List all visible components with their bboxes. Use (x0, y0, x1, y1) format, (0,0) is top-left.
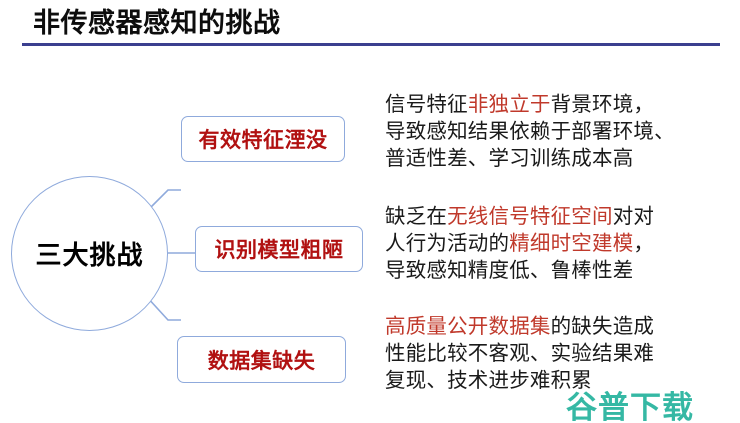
description-text: 缺乏在 (385, 205, 448, 228)
mindmap-hub: 三大挑战 (11, 176, 168, 331)
mindmap-node-3[interactable]: 数据集缺失 (177, 336, 346, 383)
description-text: 导致感知精度低、鲁棒性差 (385, 259, 634, 282)
description-text: 信号特征 (385, 93, 468, 116)
description-text: 导致感知结果依赖于部署环境、 (385, 120, 675, 143)
description-text: 背景环境， (550, 93, 655, 116)
description-text: 复现、技术进步难积累 (385, 369, 592, 392)
title-divider (22, 43, 720, 46)
mindmap-node-1[interactable]: 有效特征湮没 (181, 116, 345, 162)
description-highlight: 高质量公开数据集 (385, 315, 551, 338)
description-line: 普适性差、学习训练成本高 (385, 145, 733, 172)
description-highlight: 精细时空建模 (509, 232, 634, 255)
description-line: 信号特征非独立于背景环境， (385, 91, 733, 118)
mindmap-node-3-label: 数据集缺失 (207, 349, 316, 373)
description-line: 复现、技术进步难积累 (385, 367, 733, 394)
description-text: 普适性差、学习训练成本高 (385, 147, 634, 170)
description-line: 导致感知精度低、鲁棒性差 (385, 257, 733, 284)
description-highlight: 非独立于 (467, 93, 551, 116)
description-text: ， (633, 232, 655, 255)
page-title: 非传感器感知的挑战 (33, 8, 281, 38)
description-block-3: 高质量公开数据集的缺失造成性能比较不客观、实验结果难复现、技术进步难积累 (385, 313, 733, 394)
mindmap-node-1-label: 有效特征湮没 (198, 129, 328, 152)
description-block-2: 缺乏在无线信号特征空间对对人行为活动的精细时空建模，导致感知精度低、鲁棒性差 (385, 203, 733, 284)
description-text: 的缺失造成 (550, 315, 655, 338)
description-block-1: 信号特征非独立于背景环境，导致感知结果依赖于部署环境、普适性差、学习训练成本高 (385, 91, 733, 172)
description-line: 导致感知结果依赖于部署环境、 (385, 118, 733, 145)
description-text: 性能比较不客观、实验结果难 (385, 342, 655, 365)
mindmap-hub-label: 三大挑战 (35, 240, 144, 270)
description-highlight: 无线信号特征空间 (447, 205, 613, 228)
mindmap-node-2[interactable]: 识别模型粗陋 (195, 226, 363, 272)
description-line: 缺乏在无线信号特征空间对对 (385, 203, 733, 230)
description-line: 高质量公开数据集的缺失造成 (385, 313, 733, 340)
description-line: 人行为活动的精细时空建模， (385, 230, 733, 257)
description-line: 性能比较不客观、实验结果难 (385, 340, 733, 367)
watermark: 谷普下载 (566, 390, 694, 423)
mindmap-node-2-label: 识别模型粗陋 (214, 239, 344, 262)
description-text: 人行为活动的 (385, 232, 510, 255)
description-text: 对对 (612, 205, 655, 228)
